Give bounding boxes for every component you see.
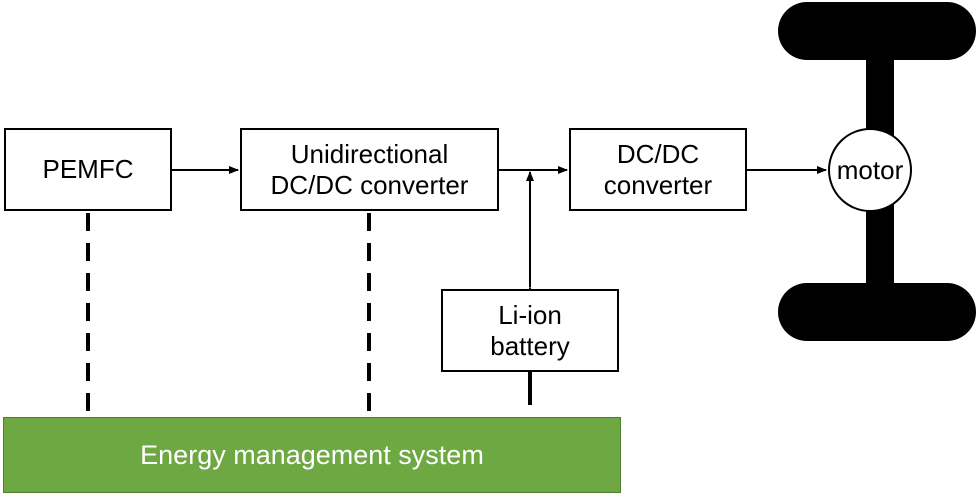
pemfc-label: PEMFC [42,154,134,184]
motor-label: motor [836,154,904,185]
battery-label: Li-ion battery [490,299,570,361]
motor-node: motor [828,128,912,212]
top-wheel [778,2,976,60]
energy-management-system-bar: Energy management system [3,417,621,493]
unidirectional-converter-label: Unidirectional DC/DC converter [270,138,469,200]
bottom-wheel [778,283,976,341]
unidirectional-converter-block: Unidirectional DC/DC converter [240,128,499,211]
dcdc-converter-label: DC/DC converter [603,138,713,200]
dcdc-converter-block: DC/DC converter [569,128,747,211]
energy-management-system-label: Energy management system [140,439,484,470]
pemfc-block: PEMFC [4,128,172,211]
battery-block: Li-ion battery [441,289,619,372]
